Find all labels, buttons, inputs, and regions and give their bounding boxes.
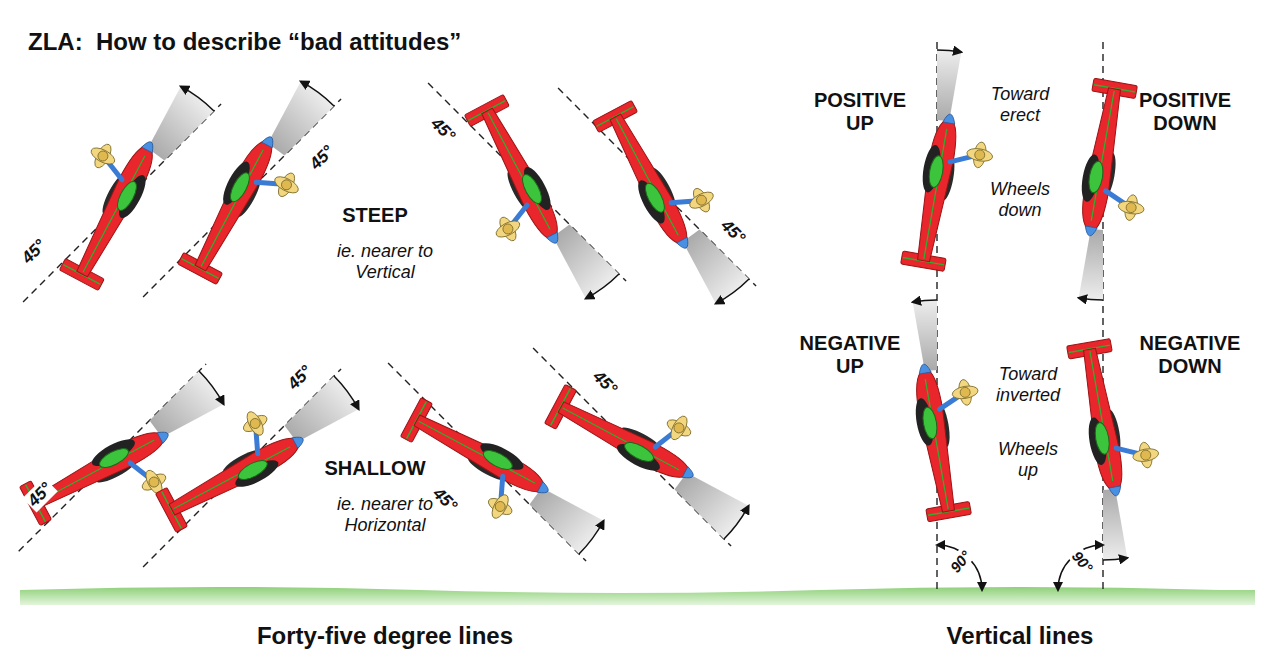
angle-label: 45° — [17, 235, 52, 270]
positive-down-plane — [1067, 78, 1165, 300]
direction-note: Wheels up — [991, 439, 1066, 480]
shallow-erect-plane — [0, 332, 255, 600]
angle-label: 90° — [945, 546, 975, 578]
angle-label: 45° — [283, 361, 318, 396]
negative-up-plane — [901, 300, 999, 522]
section-heading: Forty-five degree lines — [257, 622, 513, 650]
attitude-label: POSITIVE UP — [803, 89, 918, 135]
right-angle-arc — [937, 545, 982, 590]
angle-label: 45° — [588, 366, 623, 401]
angle-label: 90° — [1067, 546, 1097, 578]
angle-label: 45° — [305, 141, 340, 176]
category-note: ie. nearer to Vertical — [320, 241, 450, 282]
category-note: ie. nearer to Horizontal — [320, 494, 450, 535]
steep-inverted-plane — [527, 39, 806, 318]
positive-up-plane — [901, 50, 999, 276]
shallow-inverted-plane — [501, 299, 780, 578]
attitude-label: NEGATIVE DOWN — [1133, 332, 1248, 378]
attitude-category: SHALLOW — [324, 457, 425, 480]
right-angle-arc — [1058, 545, 1103, 590]
steep-erect-plane — [379, 51, 658, 330]
ground — [20, 587, 1255, 605]
angle-label: 45° — [426, 113, 461, 148]
diagram-title: ZLA: How to describe “bad attitudes” — [28, 28, 461, 56]
angle-label: 45° — [716, 215, 751, 250]
negative-down-plane — [1067, 334, 1165, 560]
direction-note: Wheels down — [975, 179, 1065, 220]
direction-note: Toward inverted — [984, 364, 1072, 405]
attitude-category: STEEP — [342, 204, 408, 227]
section-heading: Vertical lines — [947, 622, 1094, 650]
steep-inverted-plane — [0, 55, 253, 334]
direction-note: Toward erect — [973, 84, 1068, 125]
attitude-label: POSITIVE DOWN — [1128, 89, 1243, 135]
attitude-label: NEGATIVE UP — [793, 332, 908, 378]
